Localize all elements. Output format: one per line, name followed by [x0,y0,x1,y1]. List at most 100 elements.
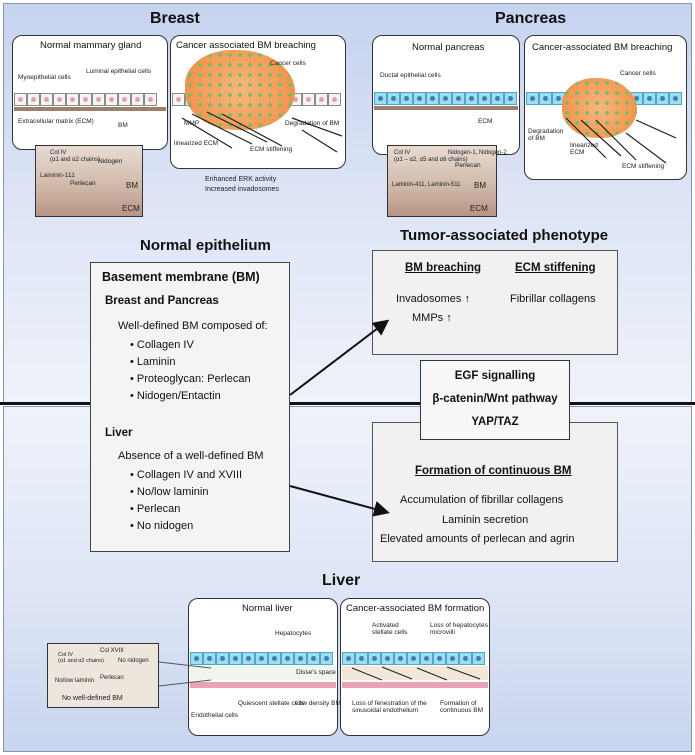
breast-pancreas-heading: Breast and Pancreas [105,295,219,307]
pancreas-zoom-ecm: ECM [470,204,488,213]
pancreas-ecm-label: ECM [478,118,493,125]
bp-item: Proteoglycan: Perlecan [130,371,251,388]
pancreas-fibers [565,117,677,164]
pancreas-cancer-title: Cancer-associated BM breaching [532,42,673,53]
erk-label: Enhanced ERK activity [205,176,277,183]
pancreas-zoom-nidogen: Nidogen-1, Nidogen-2 [448,150,507,156]
breast-linearized-label: linearized ECM [174,140,219,147]
pathway-egf-overlay: EGF signalling [454,370,536,382]
inset-col4: Col IV(α1 and α2 chains) [58,652,104,665]
pancreas-zoom-laminin: Laminin-411, Laminin-511 [392,182,461,188]
liver-item: Perlecan [130,501,242,518]
liver-heading: Liver [105,427,133,439]
pancreas-zoom-perlecan: Perlecan [455,162,481,169]
fibrillar-item: Fibrillar collagens [510,293,596,305]
mmps-item: MMPs ↑ [412,312,452,324]
microvilli-label: Loss of hepatocytes microvilli [430,622,488,637]
pathway-wnt-overlay: β-catenin/Wnt pathway [432,393,558,405]
phenotype-box [372,250,618,355]
bp-intro: Well-defined BM composed of: [118,320,268,332]
breast-normal-title: Normal mammary gland [40,40,142,51]
ecm-label: Extracellular matrix (ECM) [18,118,94,125]
breast-cell-row [14,93,157,106]
continuous-bm-label: Formation of continuous BM [440,700,483,715]
fenestration-label: Loss of fenestration of the sinusoidal e… [352,700,427,715]
bm-heading: Basement membrane (BM) [102,270,260,284]
breast-zoom-bm: BM [126,181,138,190]
pancreas-tumor [562,78,637,138]
continuous-title: Formation of continuous BM [415,465,572,477]
pancreas-title: Pancreas [495,10,567,27]
pathway-yap-overlay: YAP/TAZ [471,416,519,428]
continuous-bm-box [372,422,618,562]
liver-endothelium [190,682,336,688]
breast-fibers [181,111,343,153]
breast-cancer-title: Cancer associated BM breaching [176,40,316,51]
inset-laminin: No/low laminin [55,678,95,684]
pancreas-stiffening-label: ECM stiffening [622,163,665,170]
arrows [289,319,390,517]
liver-cancer-cell-row [342,652,485,665]
inset-nidogen: No nidogen [118,658,149,664]
pancreas-normal-title: Normal pancreas [412,42,485,53]
breast-zoom-col4: Col IV(α1 and α2 chains) [50,150,100,163]
breast-bm-line [14,107,166,111]
pancreas-cancer-cells-label: Cancer cells [620,70,656,77]
inset-col18: Col XVIII [100,648,124,654]
breast-cancer-cells-label: Cancer cells [270,60,306,67]
tumor-phenotype-title: Tumor-associated phenotype [400,227,609,244]
up-arrow-icon: ↑ [464,293,471,305]
liver-intro: Absence of a well-defined BM [118,450,264,462]
liver-fibers [351,666,481,681]
bp-item: Collagen IV [130,337,251,354]
arrow-to-phenotype [289,319,390,396]
ecm-stiffening-label: ECM stiffening [515,262,596,274]
liver-item: No nidogen [130,518,242,535]
breast-zoom-ecm: ECM [122,204,140,213]
normal-epithelium-title: Normal epithelium [140,237,271,254]
pancreas-linearized-label: linearized ECM [570,142,598,157]
breast-stiffening-label: ECM stiffening [250,146,293,153]
invadosomes-breast-label: Increased invadosomes [205,186,279,193]
up-arrow-icon: ↑ [446,312,452,324]
liver-inset [47,643,159,708]
arrow-to-continuous [289,485,390,517]
liver-cancer-disse [342,666,488,680]
liver-item: Collagen IV and XVIII [130,467,242,484]
pathway-box-overlay [420,360,570,440]
pancreas-zoom-col4: Col IV(α1 – α2, α5 and α6 chains) [394,150,468,163]
invadosomes-item: Invadosomes ↑ [396,293,470,305]
inset-perlecan: Perlecan [100,675,124,681]
breast-degradation-label: Degradation of BM [285,120,340,127]
quiescent-label: Quiescent stellate cells [238,700,305,707]
disse-label: Disse's space [296,669,336,676]
liver-disse-space [190,666,336,680]
pancreas-cell-row [374,92,517,105]
inset-no-bm: No well-defined BM [62,695,123,702]
pancreas-zoom-bm: BM [474,181,486,190]
breast-zoom-laminin: Laminin-111 [40,172,75,179]
bp-list: Collagen IV Laminin Proteoglycan: Perlec… [130,337,251,405]
liver-cancer-endothelium [342,682,488,688]
bp-item: Laminin [130,354,251,371]
hepatocytes-label: Hepatocytes [275,630,312,637]
breast-zoom-nidogen: Nidogen [98,158,123,165]
pancreas-bm-line [374,106,518,110]
myoepithelial-label: Myoepithelial cells [18,74,71,81]
continuous-item: Elevated amounts of perlecan and agrin [380,533,575,545]
continuous-item: Laminin secretion [442,514,529,526]
liver-list: Collagen IV and XVIII No/low laminin Per… [130,467,242,535]
bp-item: Nidogen/Entactin [130,388,251,405]
low-density-label: Low density BM [295,700,341,707]
panel-divider [0,402,695,405]
endothelial-label: Endothelial cells [191,712,238,719]
bm-breaching-label: BM breaching [405,262,482,274]
breast-tumor [185,50,295,130]
ductal-label: Ductal epithelial cells [380,72,441,79]
inset-connector [159,661,212,687]
liver-item: No/low laminin [130,484,242,501]
liver-normal-title: Normal liver [242,603,293,614]
liver-cancer-title: Cancer-associated BM formation [346,603,485,614]
breast-zoom-perlecan: Perlecan [70,180,96,187]
liver-cell-row [190,652,333,665]
